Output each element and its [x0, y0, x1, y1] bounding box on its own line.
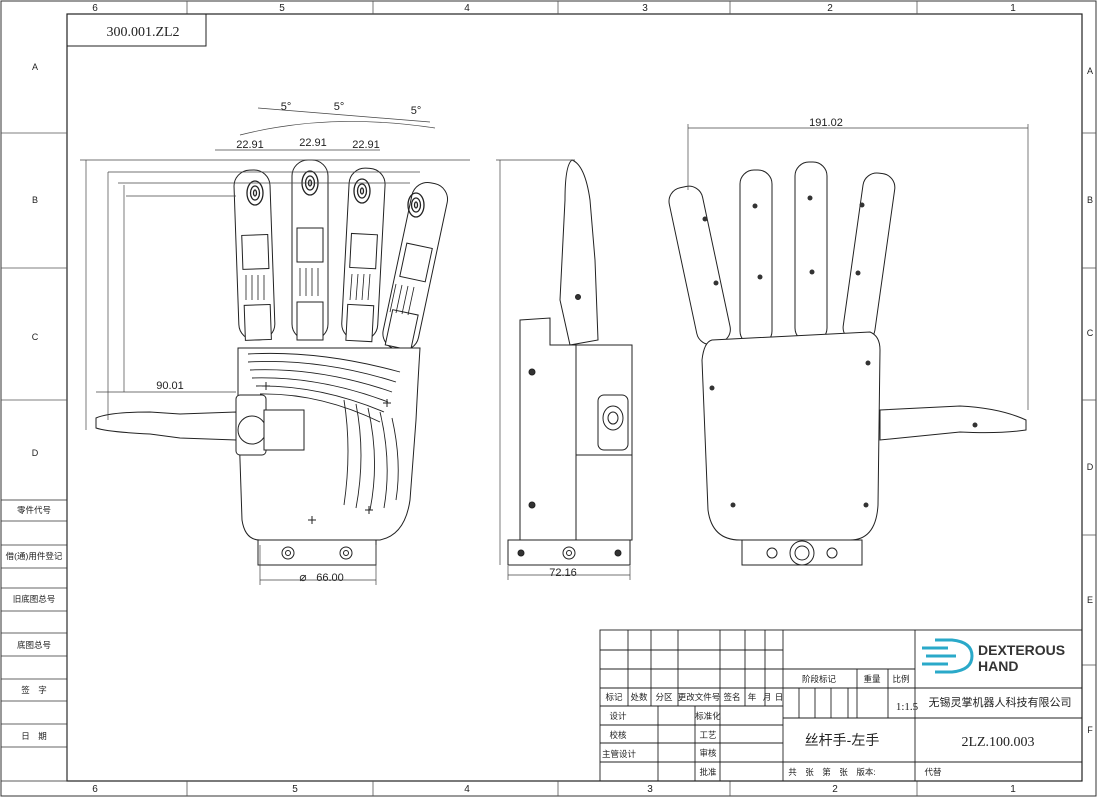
- row-label: E: [1087, 595, 1093, 605]
- rev-header: 分区: [655, 692, 673, 702]
- finger: [341, 167, 386, 343]
- weight-label: 重量: [863, 674, 881, 684]
- back-dimensions: [687, 124, 1029, 410]
- finger: [382, 181, 449, 351]
- side-dimensions: [496, 159, 631, 580]
- row-label: B: [32, 195, 38, 205]
- part-number: 2LZ.100.003: [961, 735, 1034, 750]
- col-label: 5: [292, 784, 298, 795]
- angle-dim: 5°: [411, 105, 422, 117]
- dexterous-hand-logo: DEXTEROUS HAND: [922, 638, 1065, 674]
- row-label: C: [32, 332, 39, 342]
- col-label: 6: [92, 3, 98, 14]
- palm-dimensions: [80, 107, 470, 585]
- part-name: 丝杆手-左手: [805, 732, 880, 748]
- rev-header: 处数: [630, 692, 648, 702]
- col-label: 6: [92, 784, 98, 795]
- finger: [291, 159, 329, 341]
- role-label: 批准: [699, 767, 717, 777]
- company-name: 无锡灵掌机器人科技有限公司: [929, 695, 1072, 709]
- role-label: 标准化: [695, 711, 721, 721]
- angle-dim: 5°: [281, 101, 292, 113]
- spacing-dim: 22.91: [299, 137, 327, 149]
- drawing-code-box: [66, 13, 207, 47]
- role-label: 审核: [699, 748, 717, 758]
- width-dim: 191.02: [809, 117, 843, 129]
- rev-header: 标记: [605, 692, 623, 702]
- logo-text-line1: DEXTEROUS: [978, 642, 1065, 658]
- row-label: C: [1087, 328, 1094, 338]
- scale-label: 比例: [892, 674, 909, 684]
- thumb-dim: 90.01: [156, 380, 184, 392]
- col-label: 1: [1010, 784, 1016, 795]
- row-label: B: [1087, 195, 1093, 205]
- row-label: D: [32, 448, 39, 458]
- side-label: 底图总号: [17, 640, 51, 650]
- back-view: [668, 161, 1027, 566]
- side-label: 借(通)用件登记: [6, 551, 63, 561]
- drawing-border: [66, 13, 1083, 782]
- spacing-dim: 22.91: [236, 139, 264, 151]
- scale-value: 1:1.5: [896, 701, 919, 713]
- palm-view: [95, 159, 449, 566]
- role-label: 设计: [609, 711, 627, 721]
- col-label: 3: [647, 784, 653, 795]
- rev-header: 日: [775, 692, 784, 702]
- angle-dim: 5°: [334, 101, 345, 113]
- drawing-code: 300.001.ZL2: [106, 25, 179, 40]
- rev-header: 月: [763, 692, 772, 702]
- rev-header: 签名: [723, 692, 740, 702]
- role-label: 工艺: [699, 730, 716, 740]
- col-label: 2: [832, 784, 838, 795]
- role-label: 主管设计: [602, 749, 637, 759]
- depth-dim: 72.16: [549, 567, 577, 579]
- row-label: A: [1087, 66, 1093, 76]
- side-view: [507, 159, 633, 566]
- rev-header: 年: [748, 692, 757, 702]
- stage-label: 阶段标记: [802, 674, 837, 684]
- side-label: 旧底图总号: [13, 594, 56, 604]
- col-label: 4: [464, 784, 470, 795]
- row-label: F: [1087, 725, 1093, 735]
- version-label: 版本:: [856, 767, 875, 777]
- row-label: D: [1087, 462, 1094, 472]
- rev-header: 更改文件号: [678, 692, 721, 702]
- side-label: 日 期: [21, 731, 47, 741]
- col-label: 4: [464, 3, 470, 14]
- base-diameter-dim: 66.00: [316, 572, 344, 584]
- col-label: 1: [1010, 3, 1016, 14]
- logo-text-line2: HAND: [978, 658, 1018, 674]
- col-label: 3: [642, 3, 648, 14]
- side-label: 签 字: [21, 685, 47, 695]
- sheet-info: 共 张 第 张: [788, 767, 848, 777]
- row-label: A: [32, 62, 38, 72]
- side-label: 零件代号: [17, 505, 51, 515]
- base-diameter-symbol: ⌀: [299, 570, 306, 584]
- col-label: 5: [279, 3, 285, 14]
- finger: [233, 169, 276, 341]
- title-block: [599, 629, 1083, 782]
- left-side-panel: [0, 499, 68, 782]
- col-label: 2: [827, 3, 833, 14]
- role-label: 校核: [609, 730, 627, 740]
- spacing-dim: 22.91: [352, 139, 380, 151]
- replace-label: 代替: [924, 767, 942, 777]
